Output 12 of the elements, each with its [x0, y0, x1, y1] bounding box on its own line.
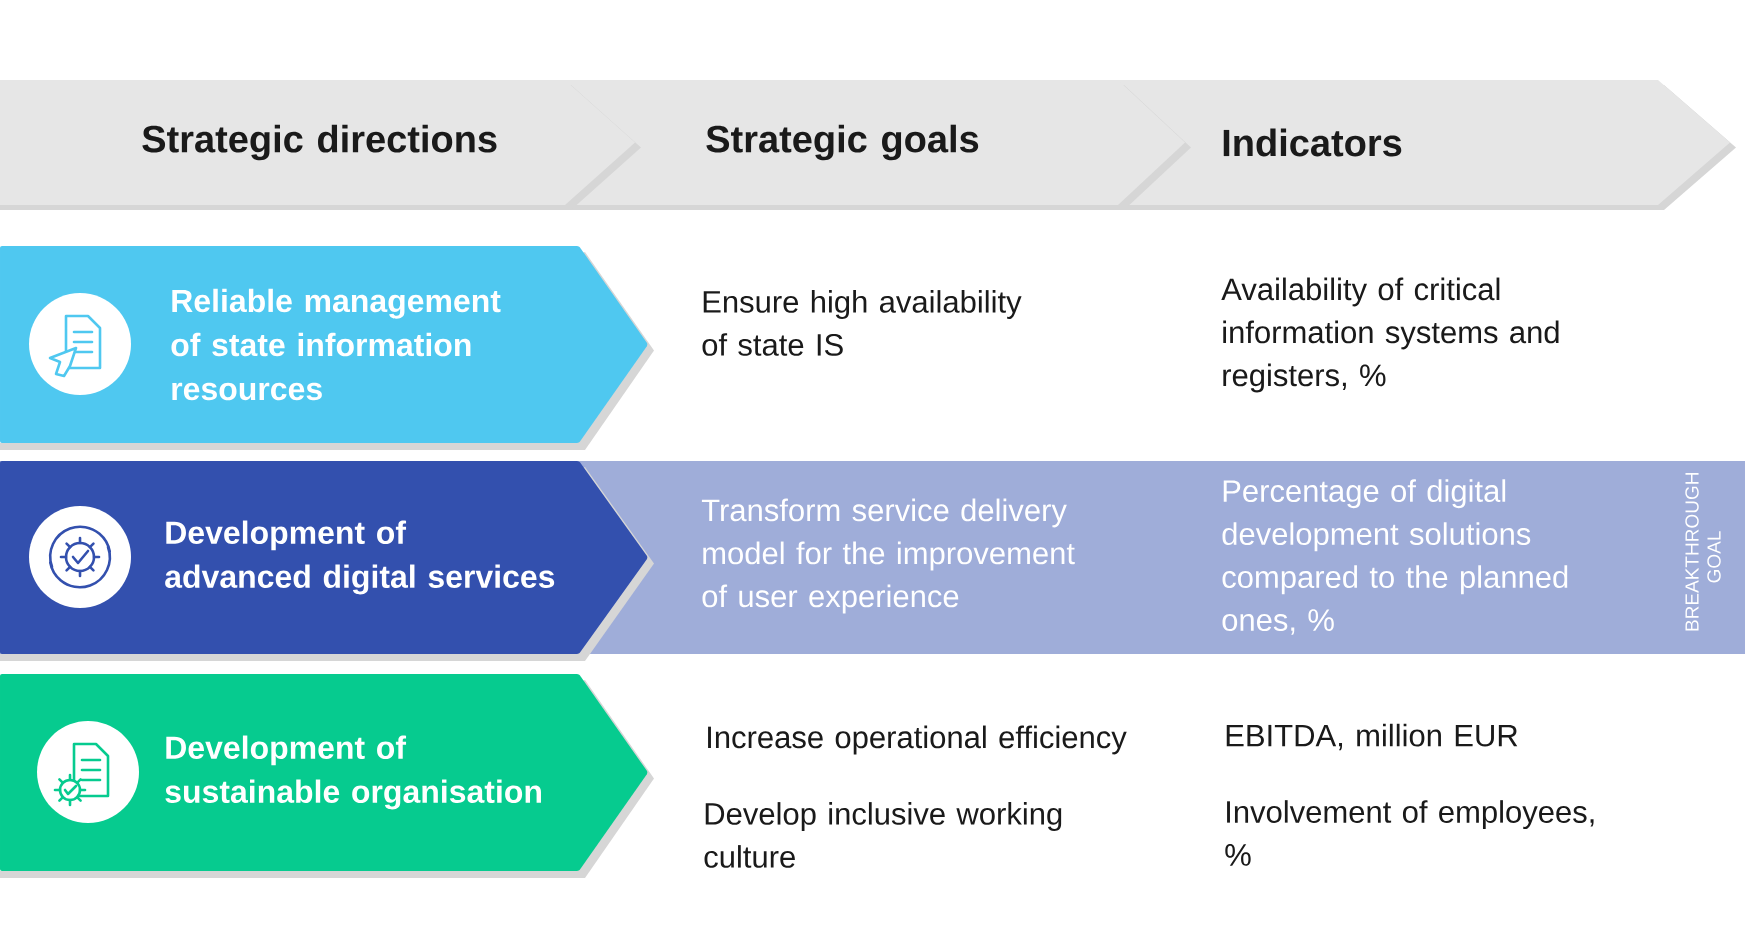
cell-text: Transform service delivery model for the improvement of user experience	[701, 498, 1075, 614]
direction-banner: Development of sustainable organisation	[0, 674, 654, 878]
header-banner: Indicators	[1100, 80, 1736, 210]
direction-banner: Reliable management of state information resources	[0, 246, 654, 450]
cell-text: Develop inclusive working culture	[704, 802, 1062, 868]
cell-text: Availability of critical information systems and registers, %	[1221, 277, 1559, 393]
cell-text: Ensure high availability of state IS	[702, 290, 1022, 356]
cell-text: Percentage of digital development solutions compared to the planned ones, %	[1222, 479, 1568, 635]
header-banner: Strategic directions	[0, 80, 641, 210]
cell-text: Increase operational efficiency	[708, 725, 1127, 755]
cell-text: Involvement of employees, %	[1225, 800, 1594, 866]
cell-text: EBITDA, million EUR	[1226, 723, 1518, 751]
